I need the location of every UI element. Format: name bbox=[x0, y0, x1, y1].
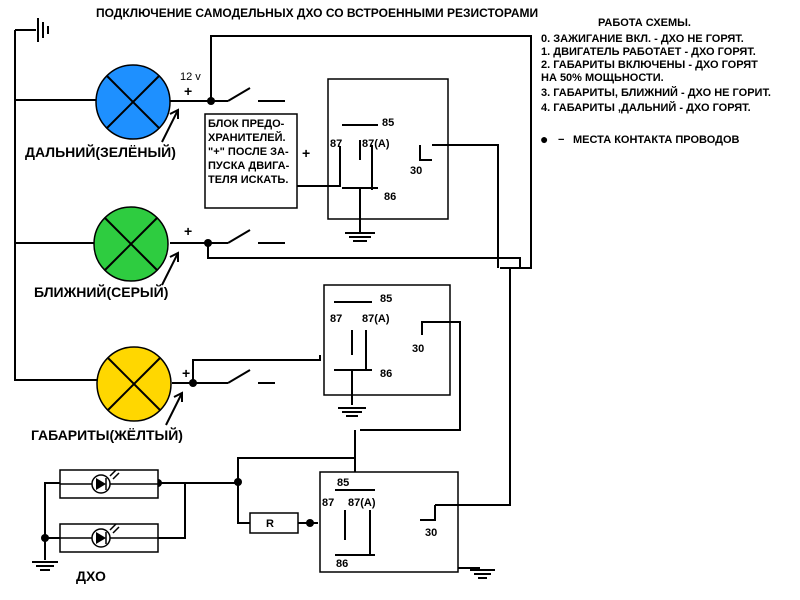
relay1-pin-87a: 87(A) bbox=[362, 138, 390, 150]
relay1-pin-30: 30 bbox=[410, 165, 422, 177]
resistor-label: R bbox=[266, 518, 274, 530]
relay3-pin-85: 85 bbox=[337, 477, 349, 489]
relay3-30-wire bbox=[435, 268, 511, 506]
parking-switch bbox=[227, 369, 275, 384]
relay3-ground-icon bbox=[470, 569, 495, 579]
work-line-2: 2. ГАБАРИТЫ ВКЛЮЧЕНЫ - ДХО ГОРЯТ bbox=[541, 59, 758, 71]
relay2-pin-30: 30 bbox=[412, 343, 424, 355]
legend-text: МЕСТА КОНТАКТА ПРОВОДОВ bbox=[573, 134, 740, 146]
work-line-4: 3. ГАБАРИТЫ, БЛИЖНИЙ - ДХО НЕ ГОРИТ. bbox=[541, 86, 771, 99]
relay2-pin-87a: 87(A) bbox=[362, 313, 390, 325]
resistor-wire bbox=[237, 482, 318, 524]
relay1-pin-85: 85 bbox=[382, 117, 394, 129]
relay3-pin-30: 30 bbox=[425, 527, 437, 539]
fuse-box-line-2: "+" ПОСЛЕ ЗА- bbox=[208, 146, 289, 158]
relay2-ground-icon bbox=[338, 407, 366, 417]
parking-to-relay2-wire bbox=[192, 355, 321, 383]
drl-ground-wire bbox=[44, 482, 60, 560]
high-beam-lamp-icon bbox=[95, 64, 171, 140]
drl-feed-wire bbox=[237, 457, 355, 482]
resistor bbox=[249, 512, 299, 534]
low-beam-plus: + bbox=[184, 223, 192, 239]
fuse-box-line-1: ХРАНИТЕЛЕЙ. bbox=[208, 131, 286, 144]
low-beam-to-relay2-wire bbox=[207, 243, 521, 268]
relay-3 bbox=[319, 430, 480, 573]
work-line-5: 4. ГАБАРИТЫ ,ДАЛЬНИЙ - ДХО ГОРЯТ. bbox=[541, 101, 751, 114]
diagram-title: ПОДКЛЮЧЕНИЕ САМОДЕЛЬНЫХ ДХО СО ВСТРОЕННЫ… bbox=[96, 6, 538, 20]
relay3-pin-87a: 87(A) bbox=[348, 497, 376, 509]
work-line-1: 1. ДВИГАТЕЛЬ РАБОТАЕТ - ДХО ГОРЯТ. bbox=[541, 46, 756, 58]
fuse-box-plus: + bbox=[302, 145, 310, 161]
high-beam-arrow-icon bbox=[161, 108, 179, 143]
relay-2 bbox=[323, 284, 461, 431]
work-line-3: НА 50% МОЩЬНОСТИ. bbox=[541, 72, 664, 84]
left-ground-wire bbox=[14, 30, 100, 381]
drl-module-2 bbox=[59, 523, 159, 553]
voltage-label: 12 v bbox=[180, 71, 201, 83]
parking-plus: + bbox=[182, 365, 190, 381]
parking-lamp-icon bbox=[96, 346, 172, 422]
relay3-pin-86: 86 bbox=[336, 558, 348, 570]
low-beam-lamp-icon bbox=[93, 206, 169, 282]
work-line-0: 0. ЗАЖИГАНИЕ ВКЛ. - ДХО НЕ ГОРЯТ. bbox=[541, 33, 744, 45]
drl-label: ДХО bbox=[76, 568, 106, 584]
drl-module-1 bbox=[59, 469, 159, 499]
relay2-pin-85: 85 bbox=[380, 293, 392, 305]
fuse-to-relay1-wire bbox=[297, 146, 341, 187]
drl-bottom-wire bbox=[158, 483, 186, 539]
low-beam-arrow-icon bbox=[161, 251, 179, 286]
fuse-box bbox=[204, 113, 298, 209]
relay1-ground-icon bbox=[345, 228, 375, 242]
fuse-box-line-0: БЛОК ПРЕДО- bbox=[208, 118, 285, 130]
low-beam-label: БЛИЖНИЙ(СЕРЫЙ) bbox=[34, 283, 168, 300]
fuse-box-line-4: ТЕЛЯ ИСКАТЬ. bbox=[208, 174, 288, 186]
high-beam-label: ДАЛЬНИЙ(ЗЕЛЁНЫЙ) bbox=[25, 143, 176, 160]
low-beam-switch bbox=[227, 229, 285, 244]
relay-1 bbox=[327, 78, 499, 268]
legend-bullet-icon: ● bbox=[540, 131, 548, 147]
relay2-pin-87: 87 bbox=[330, 313, 342, 325]
relay3-pin-87: 87 bbox=[322, 497, 334, 509]
work-heading: РАБОТА СХЕМЫ. bbox=[598, 17, 691, 29]
relay1-pin-87: 87 bbox=[330, 138, 342, 150]
ground-icon bbox=[15, 18, 49, 42]
drl-ground-icon bbox=[32, 561, 58, 571]
parking-lamp-label: ГАБАРИТЫ(ЖЁЛТЫЙ) bbox=[31, 426, 183, 443]
fuse-box-line-3: ПУСКА ДВИГА- bbox=[208, 160, 290, 172]
high-beam-plus: + bbox=[184, 83, 192, 99]
legend-dash: − bbox=[558, 134, 564, 146]
high-beam-switch bbox=[227, 87, 285, 102]
parking-arrow-icon bbox=[165, 391, 183, 426]
relay1-pin-86: 86 bbox=[384, 191, 396, 203]
relay2-pin-86: 86 bbox=[380, 368, 392, 380]
